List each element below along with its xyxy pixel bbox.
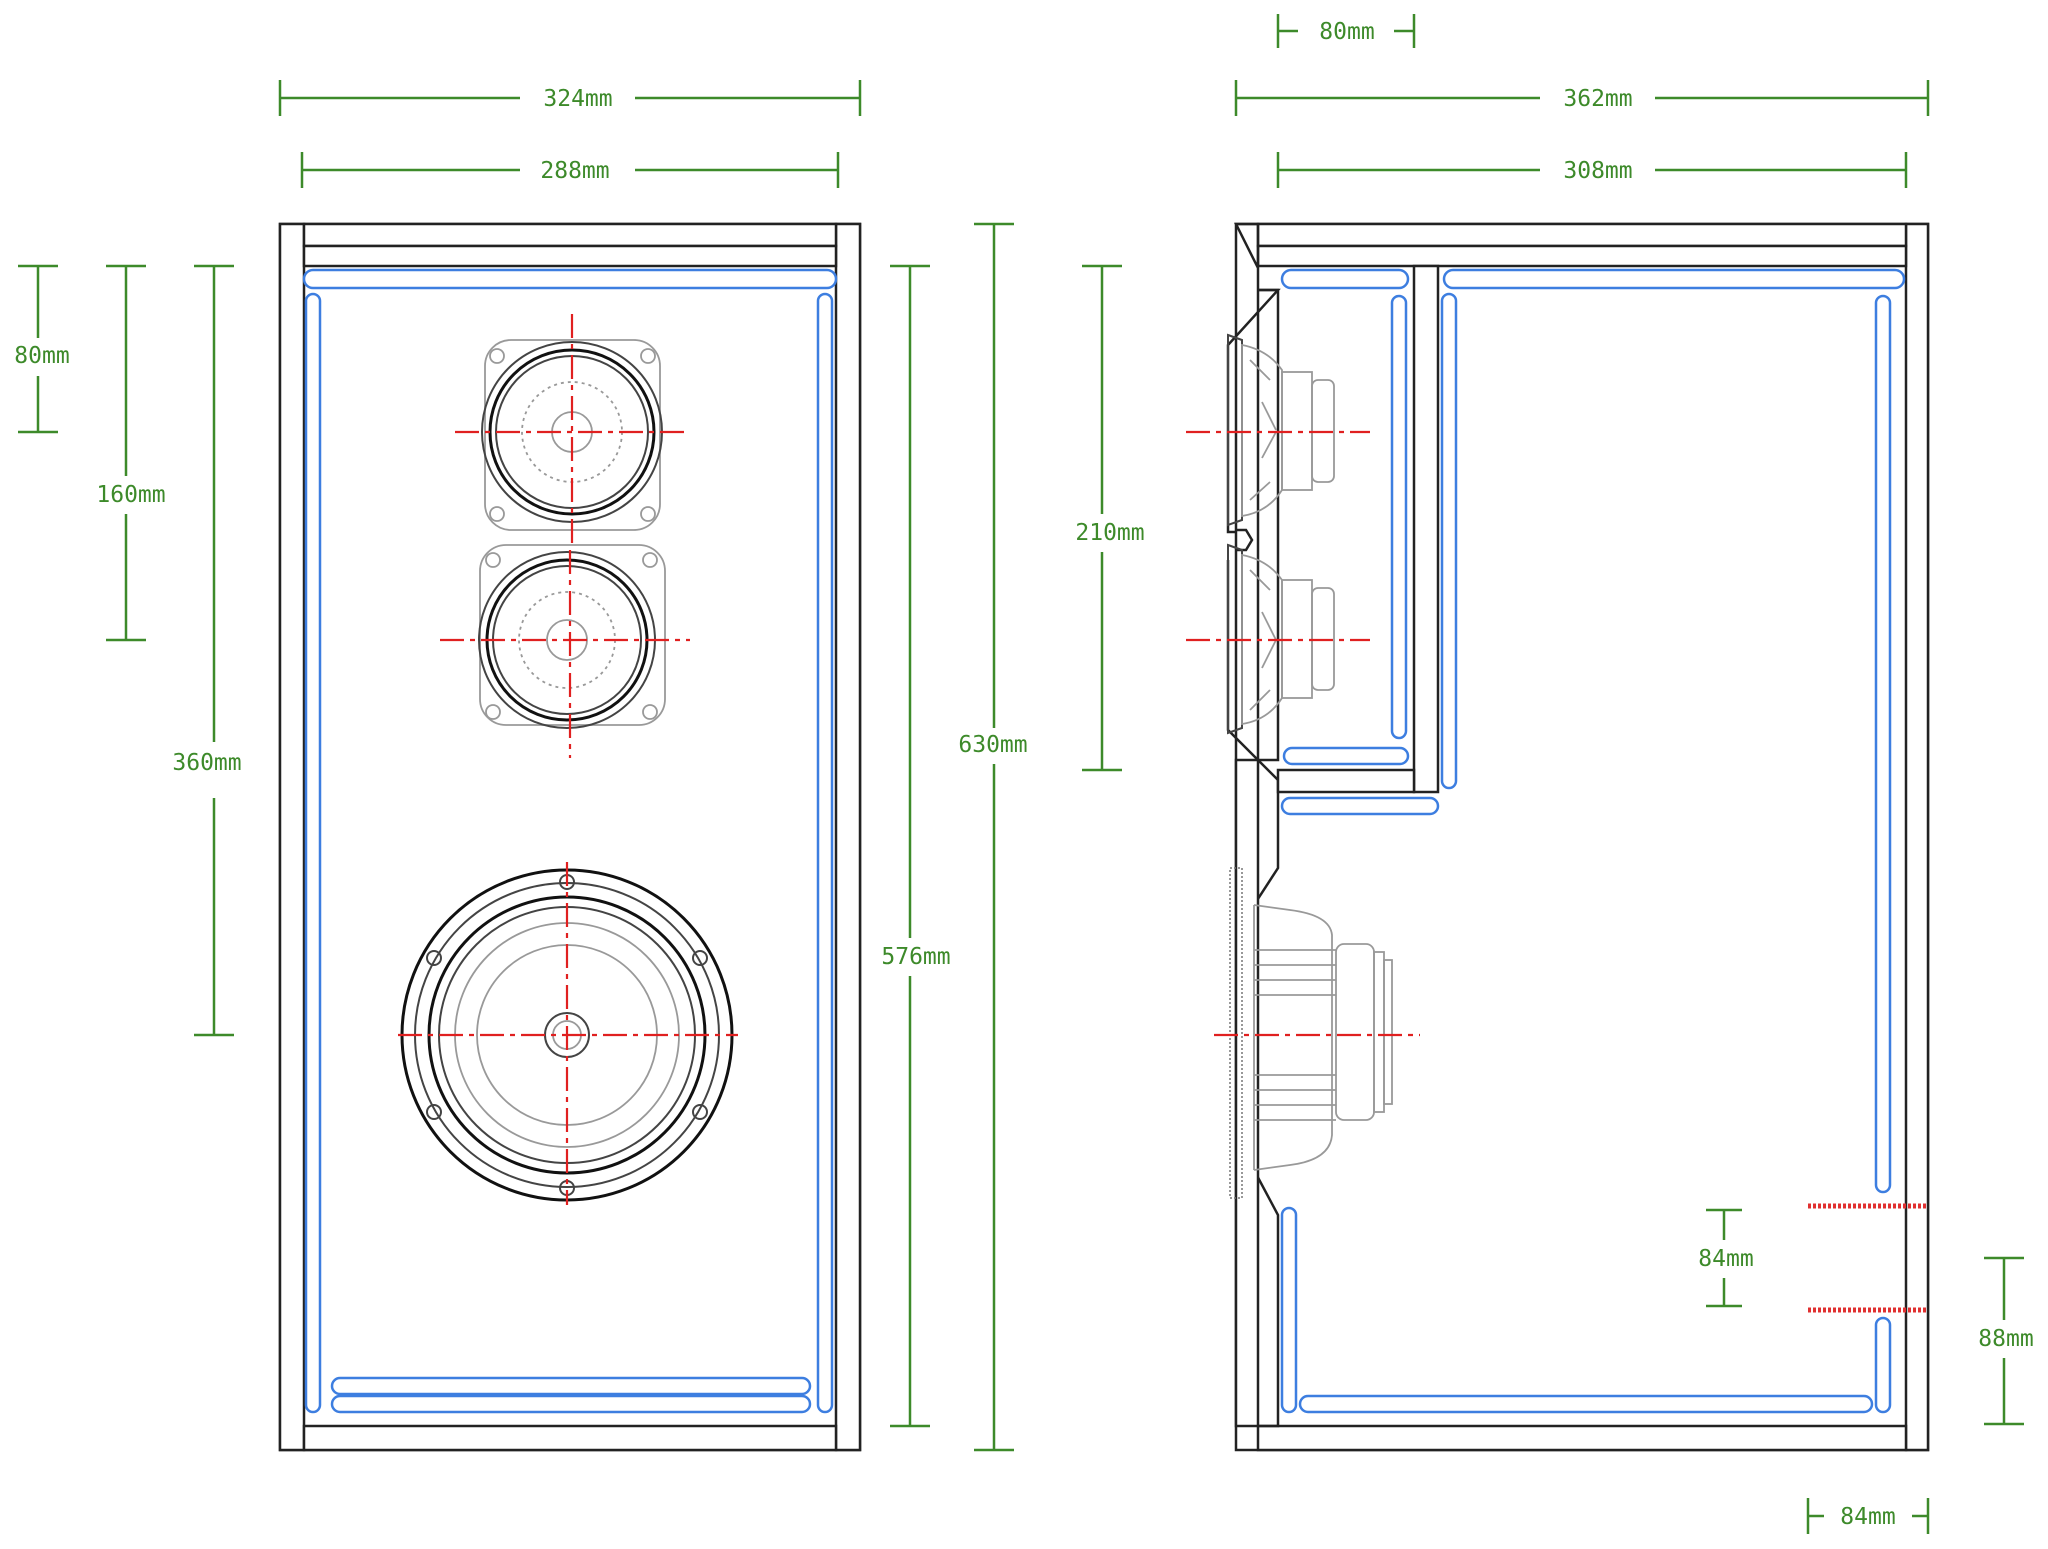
- front-top-panel: [302, 222, 838, 248]
- tweeter-chamber-dimension: 210mm: [1075, 264, 1145, 772]
- front-damping-bottom-1: [330, 1376, 812, 1396]
- front-height-outer-dimension: 630mm: [958, 222, 1028, 1452]
- port-depth-label: 84mm: [1840, 1504, 1895, 1530]
- tweeter-chamber-label: 210mm: [1075, 520, 1144, 546]
- side-damping-back-lower: [1874, 1316, 1892, 1414]
- woofer-gasket: [1229, 867, 1243, 1199]
- side-depth-inner-dimension: 308mm: [1276, 152, 1908, 188]
- second-tweeter-offset-label: 160mm: [96, 482, 165, 508]
- side-depth-inner-label: 308mm: [1563, 158, 1632, 184]
- side-woofer: [1214, 904, 1420, 1171]
- front-height-inner-label: 576mm: [881, 944, 950, 970]
- front-woofer: [398, 862, 738, 1205]
- tweeter-offset-dimension: 80mm: [14, 264, 70, 434]
- tweeter-chamber-wall: [1412, 264, 1440, 794]
- side-baffle-lower-panel: [1234, 758, 1260, 1428]
- side-damping-under-chamber: [1280, 796, 1440, 816]
- front-width-inner-dimension: 288mm: [300, 152, 840, 188]
- port-depth-dimension: 84mm: [1806, 1498, 1930, 1534]
- front-damping-left: [304, 292, 322, 1414]
- front-width-outer-dimension: 324mm: [278, 80, 862, 116]
- side-tweeter-2: [1186, 543, 1370, 735]
- side-depth-outer-label: 362mm: [1563, 86, 1632, 112]
- woofer-offset-label: 360mm: [172, 750, 241, 776]
- front-width-outer-label: 324mm: [543, 86, 612, 112]
- front-tweeter-2: [440, 544, 690, 758]
- side-bottom-panel: [1256, 1424, 1908, 1452]
- side-cabinet-outline: [1234, 222, 1930, 1452]
- port-height-label: 84mm: [1698, 1246, 1753, 1272]
- front-tweeter-1: [455, 314, 690, 548]
- front-cabinet-outline: [278, 222, 862, 1452]
- front-bottom-panel: [302, 1424, 838, 1452]
- front-height-inner-dimension: 576mm: [881, 264, 951, 1428]
- side-damping-bottom: [1298, 1394, 1874, 1414]
- side-top-inner-panel: [1256, 244, 1908, 268]
- side-damping-chamber-bottom: [1282, 746, 1410, 766]
- side-damping-back-upper: [1874, 294, 1892, 1194]
- second-tweeter-offset-dimension: 160mm: [96, 264, 166, 642]
- side-damping-main-top: [1442, 268, 1906, 290]
- side-depth-outer-dimension: 362mm: [1234, 80, 1930, 116]
- port-offset-dimension: 88mm: [1978, 1256, 2034, 1426]
- port-height-dimension: 84mm: [1698, 1208, 1754, 1308]
- front-top-inner-panel: [302, 244, 838, 268]
- side-damping-chamber-top: [1280, 268, 1410, 290]
- side-tweeter-1: [1186, 333, 1370, 527]
- side-damping-chamber-wall: [1390, 294, 1408, 740]
- side-damping-main-wall: [1440, 292, 1458, 790]
- front-damping-bottom-2: [330, 1394, 812, 1414]
- side-view: [1186, 222, 1930, 1452]
- baffle-recess-dimension: 80mm: [1276, 14, 1416, 48]
- port-offset-label: 88mm: [1978, 1326, 2033, 1352]
- front-damping-right: [816, 292, 834, 1414]
- side-damping-front-lower: [1280, 1206, 1298, 1414]
- side-back-panel: [1904, 222, 1930, 1452]
- front-right-side-panel: [834, 222, 862, 1452]
- front-damping-top: [302, 268, 838, 290]
- front-left-side-panel: [278, 222, 306, 1452]
- tweeter-chamber-floor: [1276, 768, 1416, 794]
- front-height-outer-label: 630mm: [958, 732, 1027, 758]
- front-view: [278, 222, 862, 1452]
- front-width-inner-label: 288mm: [540, 158, 609, 184]
- woofer-offset-dimension: 360mm: [172, 264, 242, 1037]
- side-top-panel: [1256, 222, 1908, 248]
- tweeter-offset-label: 80mm: [14, 343, 69, 369]
- baffle-recess-label: 80mm: [1319, 19, 1374, 45]
